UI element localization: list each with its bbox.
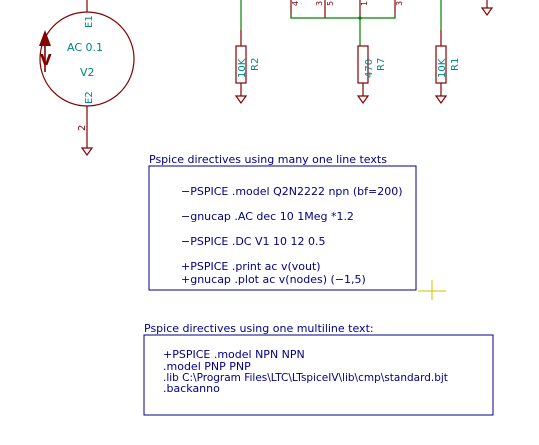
resistor-r2[interactable]: 10K R2 [234, 30, 261, 105]
directive-line[interactable]: +gnucap .plot ac v(nodes) (−1,5) [181, 273, 366, 286]
resistor-r7[interactable]: 470 R7 [356, 45, 387, 105]
source-ref: V2 [80, 66, 95, 79]
directives-title: Pspice directives using one multiline te… [144, 322, 374, 335]
directive-line[interactable]: .lib C:\Program Files\LTC\LTspiceIV\lib\… [163, 372, 448, 384]
directives-title: Pspice directives using many one line te… [149, 153, 387, 166]
junction-dot [358, 16, 362, 20]
pin-number: 4 [291, 1, 300, 6]
directive-line[interactable]: −PSPICE .model Q2N2222 npn (bf=200) [181, 185, 403, 198]
polarity-arrow-head [39, 30, 51, 46]
pin-number: 3 [395, 1, 404, 6]
ground-symbol [80, 146, 94, 157]
directive-line[interactable]: −PSPICE .DC V1 10 12 0.5 [181, 235, 325, 248]
directive-line[interactable]: .backanno [163, 382, 220, 395]
ground-symbol [234, 95, 248, 105]
directive-line[interactable]: +PSPICE .print ac v(vout) [181, 260, 321, 273]
ground-symbol [480, 0, 494, 17]
directives-one-line-group[interactable]: Pspice directives using many one line te… [148, 153, 417, 291]
source-pin-e1: E1 [84, 15, 95, 28]
source-pin-e2: E2 [84, 91, 95, 104]
directives-multiline-group[interactable]: Pspice directives using one multiline te… [143, 322, 494, 416]
crosshair-cursor-icon [418, 280, 446, 300]
source-value: AC 0.1 [67, 41, 103, 54]
pin-number: 1 [360, 1, 369, 6]
resistor-value: 10K [237, 58, 248, 78]
directive-line[interactable]: −gnucap .AC dec 10 1Meg *1.2 [181, 210, 354, 223]
resistor-ref: R1 [450, 58, 461, 71]
resistor-ref: R7 [376, 58, 387, 71]
source-pin-number: 2 [77, 125, 88, 131]
directive-line[interactable]: +PSPICE .model NPN NPN [163, 348, 305, 361]
voltage-source-v2[interactable]: V AC 0.1 V2 E1 E2 2 [39, 0, 135, 157]
resistor-ref: R2 [250, 58, 261, 71]
directive-line[interactable]: .model PNP PNP [163, 360, 251, 373]
ground-symbol [434, 95, 448, 105]
polarity-label: V [40, 51, 52, 69]
resistor-value: 470 [364, 59, 375, 78]
ground-symbol [356, 95, 370, 105]
directives-box [143, 334, 494, 416]
directives-box [148, 165, 417, 291]
pin-number: 5 [326, 1, 335, 6]
resistor-r1[interactable]: 10K R1 [434, 30, 461, 105]
pin-number: 3 [315, 1, 324, 6]
top-wiring: 4 3 5 1 3 [240, 0, 494, 46]
emitter-wire [290, 14, 396, 19]
resistor-value: 10K [437, 58, 448, 78]
